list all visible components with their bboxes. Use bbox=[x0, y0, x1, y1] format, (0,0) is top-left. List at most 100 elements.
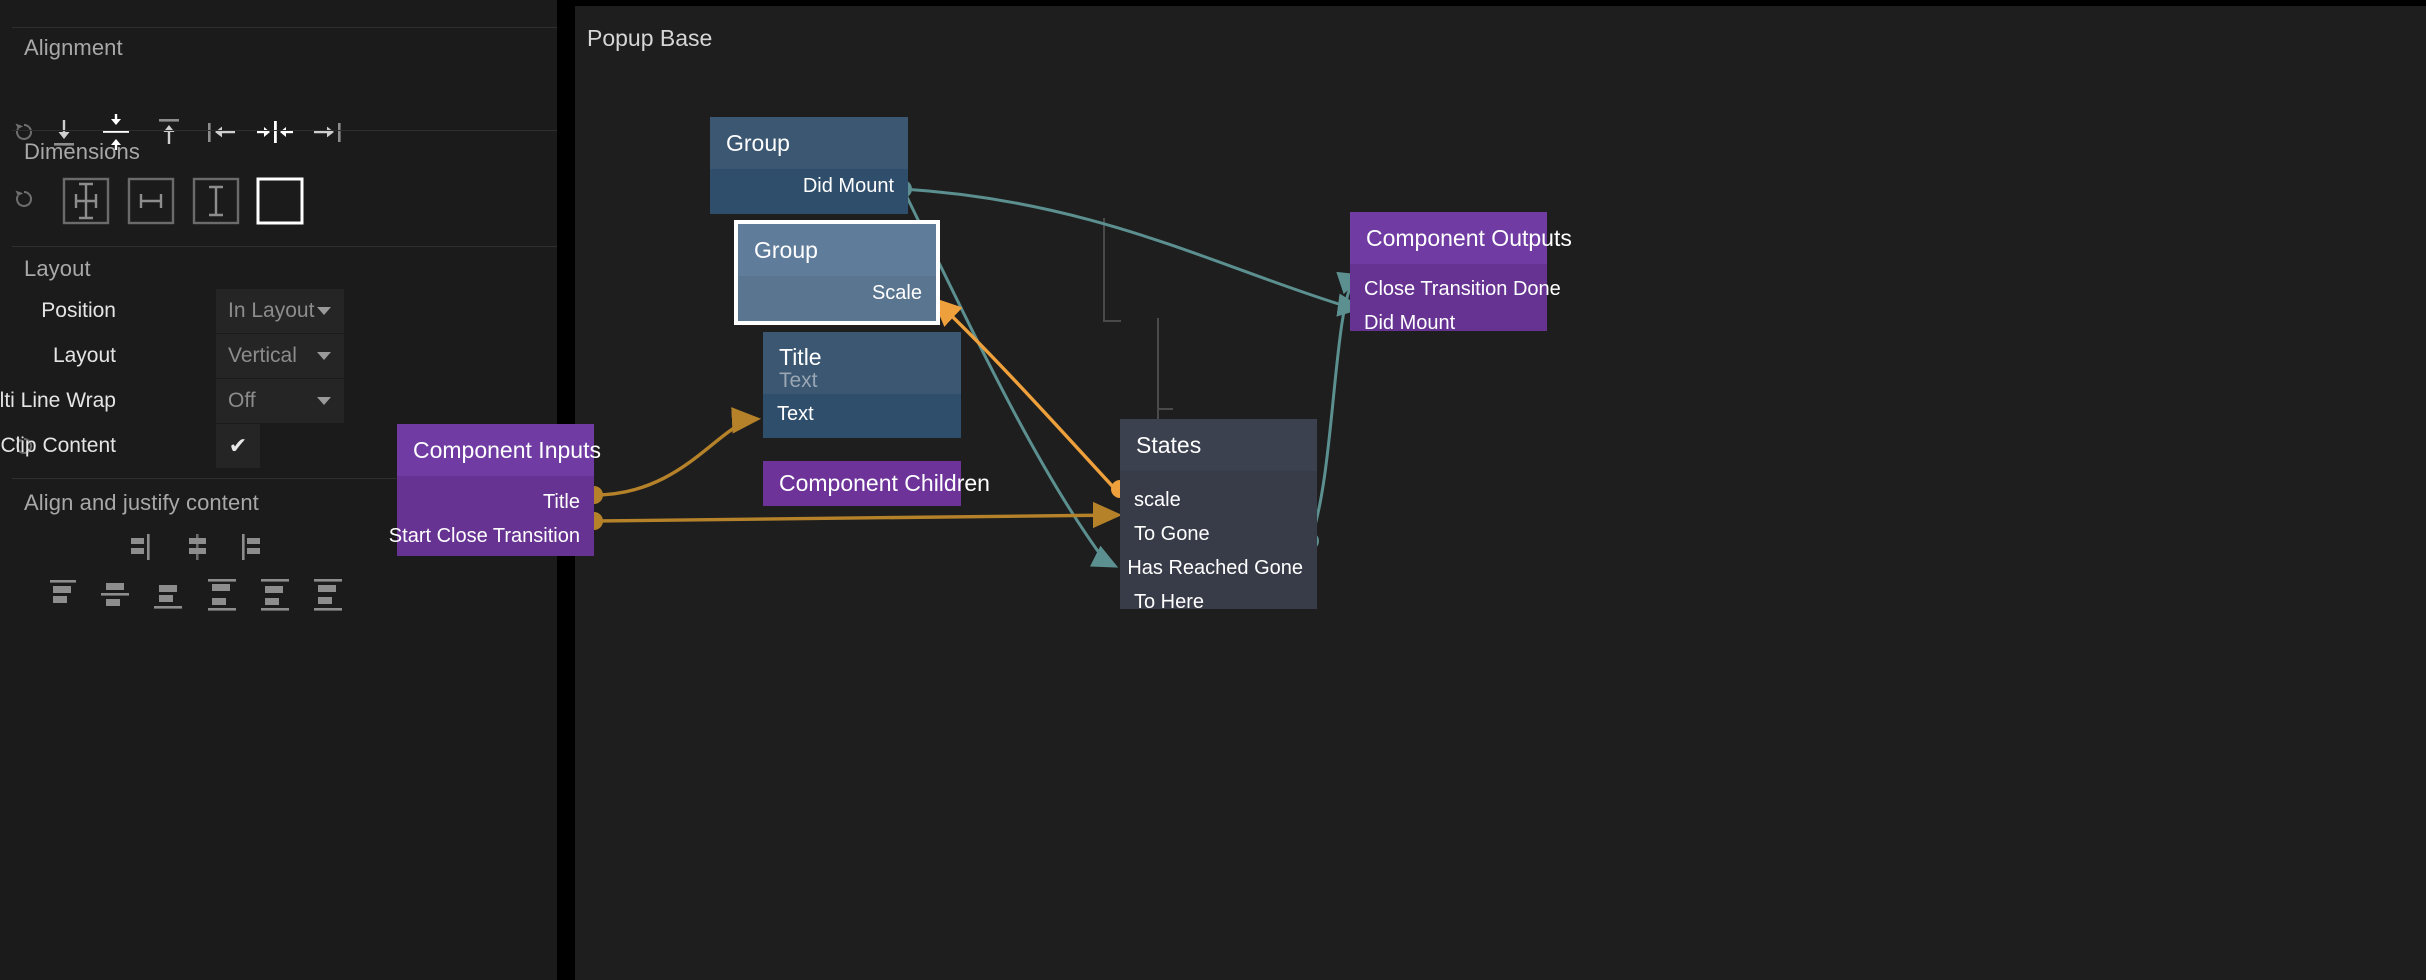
node-body: Title Start Close Transition bbox=[389, 476, 594, 556]
chevron-down-icon bbox=[317, 307, 331, 315]
port-row-title[interactable]: Title bbox=[397, 485, 594, 519]
node-header: Title Text bbox=[763, 332, 961, 394]
align-content-space-evenly-icon[interactable] bbox=[307, 574, 353, 620]
field-label-multi-line-wrap: Multi Line Wrap bbox=[0, 389, 116, 412]
position-value: In Layout bbox=[228, 299, 315, 322]
port-label: Title bbox=[542, 490, 580, 513]
port-label: Text bbox=[777, 402, 814, 425]
align-top-icon[interactable] bbox=[147, 110, 191, 154]
align-right-icon[interactable] bbox=[305, 110, 349, 154]
align-content-start-icon[interactable] bbox=[42, 574, 88, 620]
section-title-dimensions: Dimensions bbox=[24, 139, 140, 164]
multi-line-wrap-value: Off bbox=[228, 389, 256, 412]
port-label: scale bbox=[1134, 488, 1181, 511]
port-row-to-gone[interactable]: To Gone bbox=[1120, 517, 1317, 551]
port-row-did-mount[interactable]: Did Mount bbox=[1350, 306, 1547, 340]
node-body: Text bbox=[763, 394, 961, 438]
align-content-center-icon[interactable] bbox=[95, 574, 141, 620]
align-horizontal-center-icon[interactable] bbox=[253, 110, 297, 154]
node-component-children[interactable]: Component Children bbox=[763, 461, 990, 506]
align-content-space-between-icon[interactable] bbox=[201, 574, 247, 620]
port-label: Did Mount bbox=[1364, 311, 1456, 334]
tree-guide-line bbox=[1103, 218, 1105, 322]
reset-icon[interactable] bbox=[2, 110, 46, 154]
node-subtitle: Text bbox=[779, 369, 818, 392]
node-header: Component Children bbox=[763, 461, 990, 506]
node-group-parent[interactable]: Group Did Mount bbox=[710, 117, 908, 214]
reset-icon[interactable] bbox=[2, 177, 46, 221]
size-width-icon[interactable] bbox=[127, 177, 175, 225]
port-row-has-reached-gone[interactable]: Has Reached Gone bbox=[1120, 551, 1317, 585]
node-title: Group bbox=[754, 236, 818, 263]
align-content-end-icon[interactable] bbox=[148, 574, 194, 620]
size-both-icon[interactable] bbox=[62, 177, 110, 225]
node-body: scale To Gone Has Reached Gone To Here bbox=[1120, 471, 1317, 613]
divider bbox=[12, 246, 557, 247]
node-component-inputs[interactable]: Component Inputs Title Start Close Trans… bbox=[389, 424, 601, 556]
node-header: States bbox=[1120, 419, 1317, 471]
layout-select[interactable]: Vertical bbox=[216, 334, 344, 378]
node-component-outputs[interactable]: Component Outputs Close Transition Done … bbox=[1350, 212, 1572, 334]
node-graph-canvas[interactable]: Popup Base bbox=[389, 6, 2426, 980]
divider bbox=[12, 478, 557, 479]
clip-content-checkbox[interactable]: ✔ bbox=[216, 424, 260, 468]
field-layout: Layout Vertical bbox=[0, 334, 344, 378]
chevron-down-icon bbox=[317, 352, 331, 360]
tree-guide-line bbox=[1103, 320, 1121, 322]
node-title-text[interactable]: Title Text Text bbox=[763, 332, 961, 438]
multi-line-wrap-select[interactable]: Off bbox=[216, 379, 344, 423]
tree-guide-line bbox=[1157, 408, 1173, 410]
divider bbox=[12, 130, 557, 131]
justify-end-icon[interactable] bbox=[229, 525, 273, 569]
field-label-layout: Layout bbox=[52, 344, 116, 367]
divider bbox=[12, 27, 557, 28]
node-header: Group bbox=[710, 117, 908, 169]
port-label: Has Reached Gone bbox=[1127, 556, 1303, 579]
node-body: Scale bbox=[738, 276, 936, 321]
layout-value: Vertical bbox=[228, 344, 297, 367]
justify-center-icon[interactable] bbox=[175, 525, 219, 569]
edge-didmount-to-outputs bbox=[902, 187, 1364, 317]
align-vertical-center-icon[interactable] bbox=[94, 110, 138, 154]
size-fixed-icon[interactable] bbox=[256, 177, 304, 225]
port-row-scale[interactable]: Scale bbox=[738, 276, 936, 310]
edge-title-to-text bbox=[593, 407, 762, 497]
port-label: Close Transition Done bbox=[1364, 277, 1561, 300]
port-row-text[interactable]: Text bbox=[763, 394, 961, 428]
field-clip-content: Clip Content ✔ bbox=[0, 424, 344, 468]
port-label: Start Close Transition bbox=[388, 524, 580, 547]
field-label-position: Position bbox=[41, 299, 116, 322]
port-label: Did Mount bbox=[802, 174, 894, 197]
node-title: Component Outputs bbox=[1366, 224, 1572, 251]
node-header: Component Outputs bbox=[1350, 212, 1572, 264]
field-multi-line-wrap: Multi Line Wrap Off bbox=[0, 379, 344, 423]
align-bottom-icon[interactable] bbox=[42, 110, 86, 154]
node-title: Component Inputs bbox=[413, 436, 601, 463]
field-label-clip-content: Clip Content bbox=[0, 434, 116, 457]
node-title: Component Children bbox=[779, 470, 990, 496]
size-height-icon[interactable] bbox=[192, 177, 240, 225]
align-content-space-around-icon[interactable] bbox=[254, 574, 300, 620]
port-row-close-transition-done[interactable]: Close Transition Done bbox=[1350, 272, 1561, 306]
port-row-start-close-transition[interactable]: Start Close Transition bbox=[389, 519, 594, 553]
position-select[interactable]: In Layout bbox=[216, 289, 344, 333]
port-label: To Here bbox=[1134, 590, 1205, 613]
port-row-did-mount[interactable]: Did Mount bbox=[710, 169, 908, 203]
node-header: Component Inputs bbox=[397, 424, 601, 476]
node-body: Did Mount bbox=[710, 169, 908, 214]
node-header: Group bbox=[738, 224, 936, 276]
section-title-layout: Layout bbox=[24, 256, 91, 281]
justify-start-icon[interactable] bbox=[121, 525, 165, 569]
reset-icon[interactable] bbox=[2, 424, 46, 468]
chevron-down-icon bbox=[317, 397, 331, 405]
node-title: States bbox=[1136, 431, 1202, 458]
node-group-child[interactable]: Group Scale bbox=[734, 220, 940, 325]
node-states[interactable]: States scale To Gone Has Reached Gone To… bbox=[1120, 419, 1317, 613]
align-left-icon[interactable] bbox=[200, 110, 244, 154]
node-body: Close Transition Done Did Mount bbox=[1350, 264, 1561, 334]
port-row-scale[interactable]: scale bbox=[1120, 483, 1317, 517]
edge-startclose-to-togone bbox=[593, 501, 1123, 529]
section-title-align-justify: Align and justify content bbox=[24, 490, 259, 515]
port-row-to-here[interactable]: To Here bbox=[1120, 585, 1317, 619]
